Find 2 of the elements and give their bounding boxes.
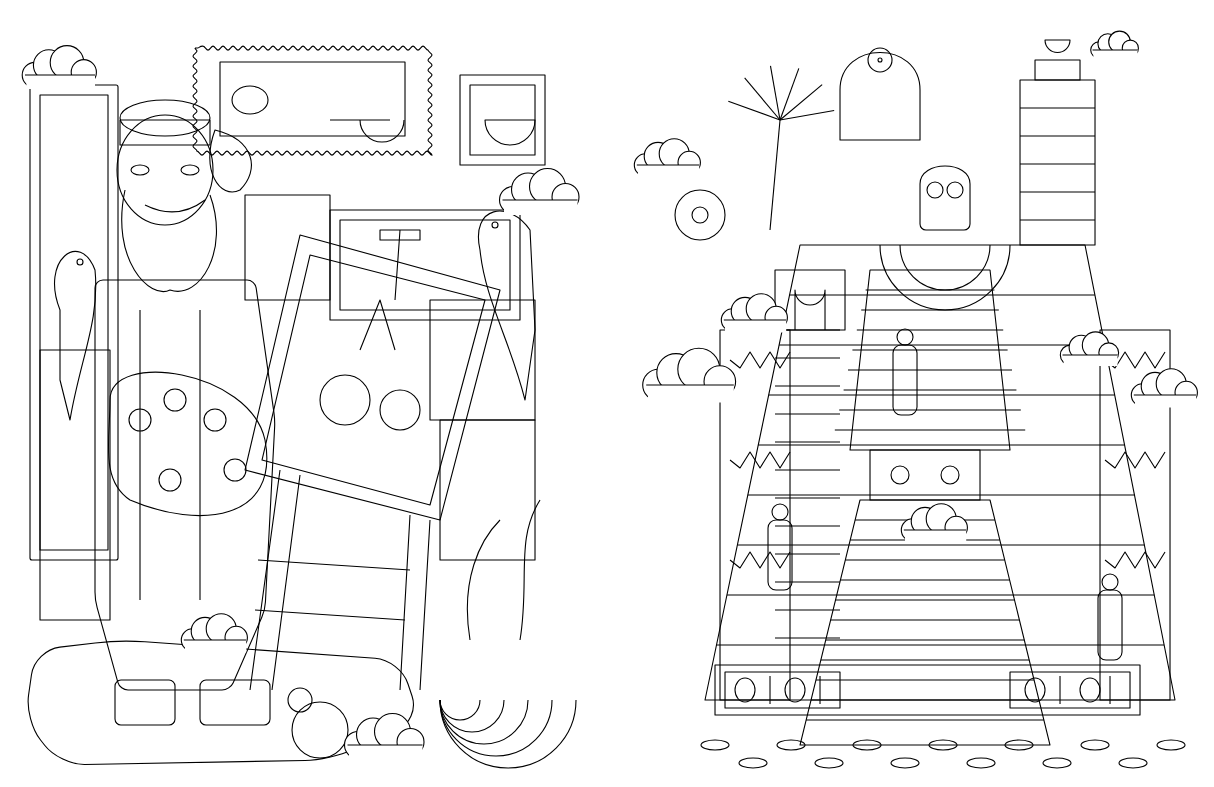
- pyramid-drawing: [633, 30, 1198, 769]
- painter-drawing: [21, 45, 580, 769]
